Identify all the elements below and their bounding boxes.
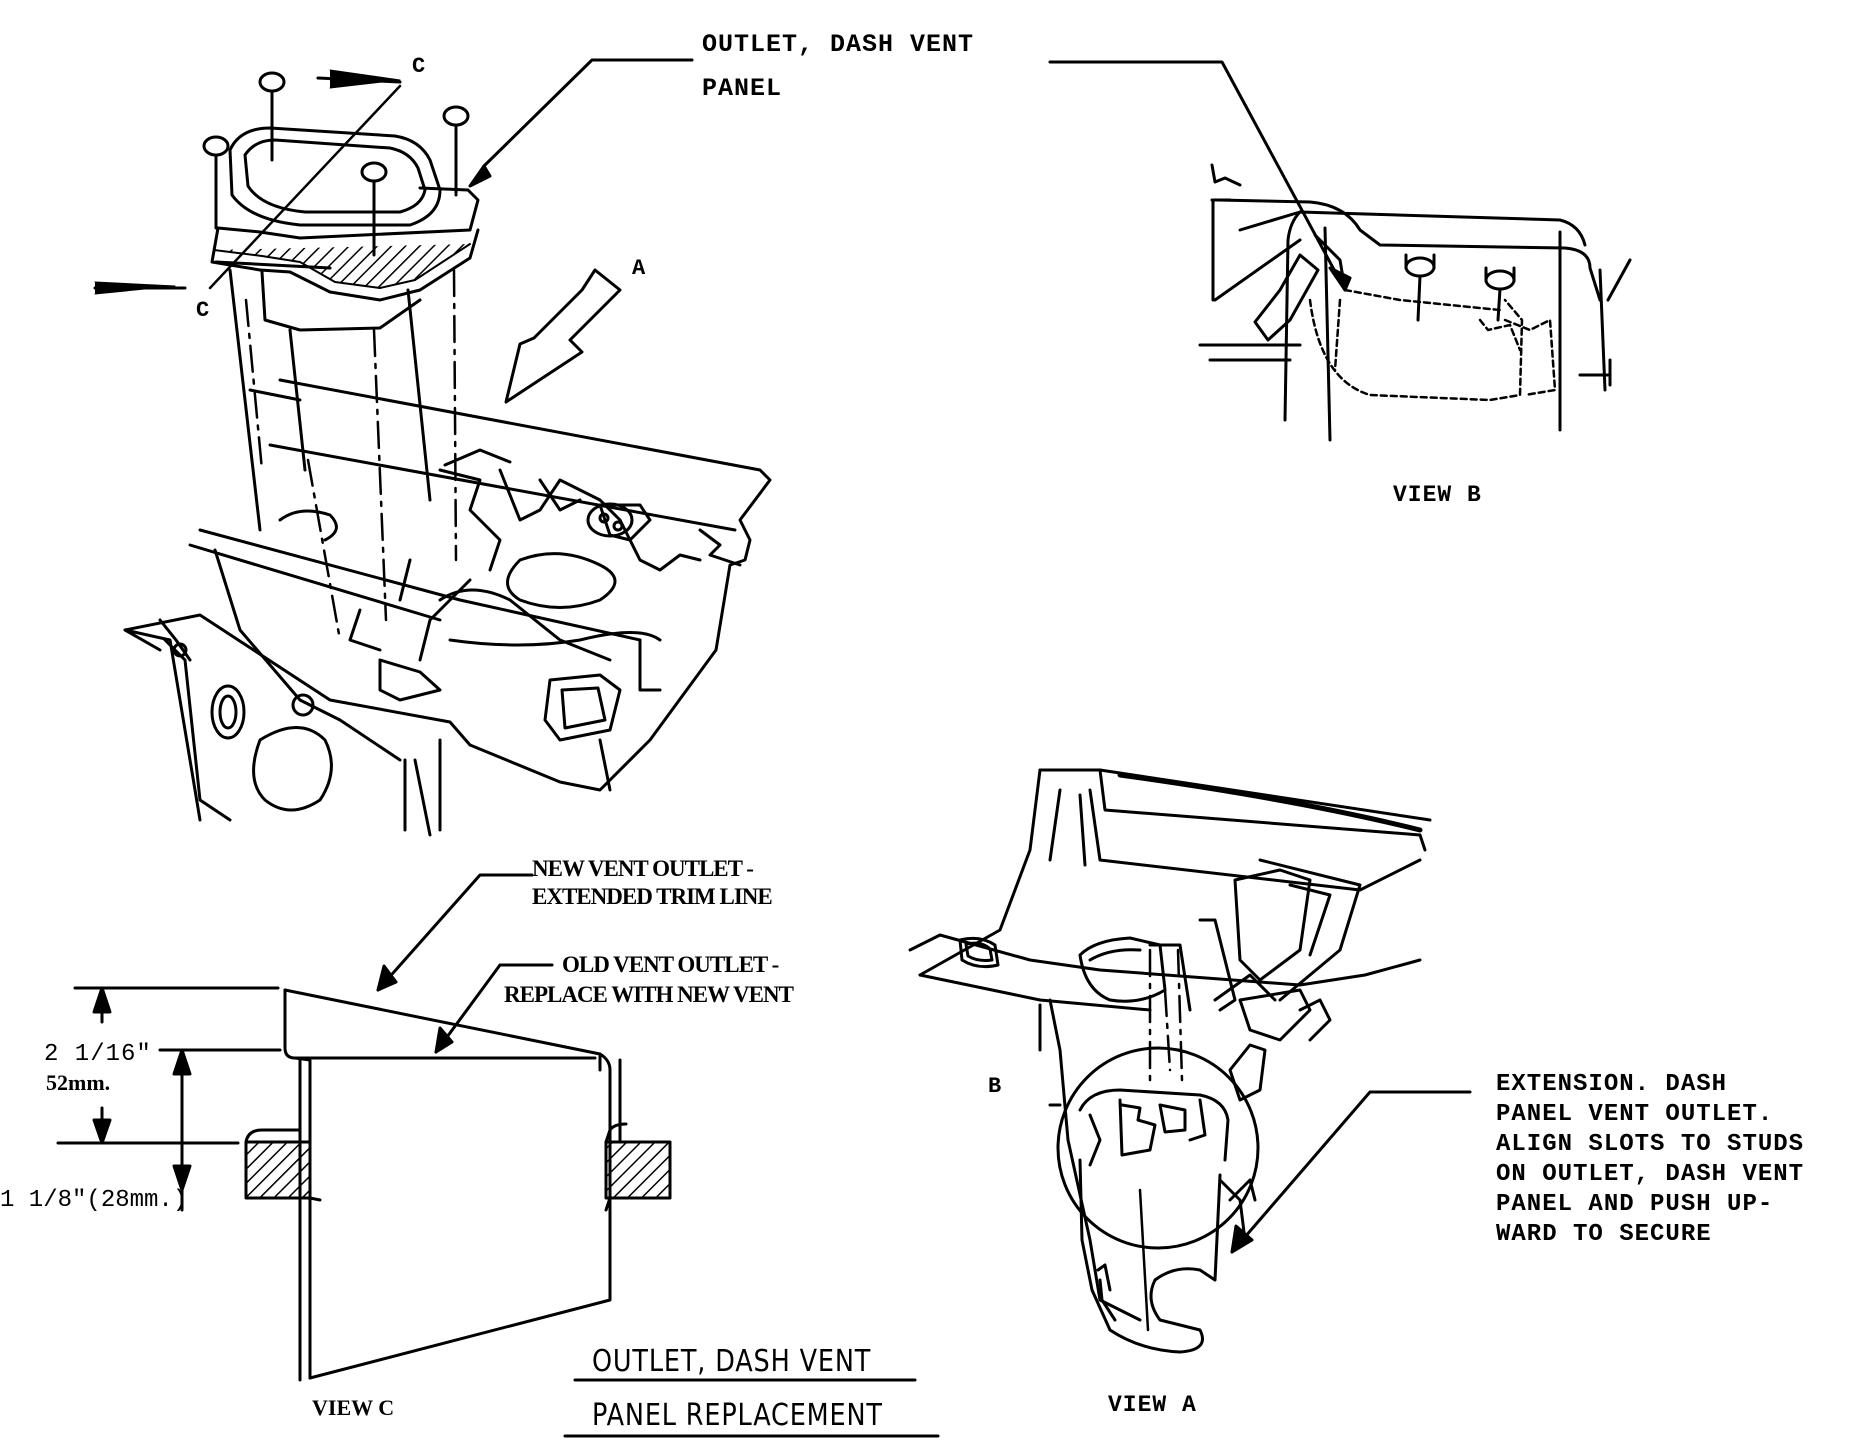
extension-note-5: PANEL AND PUSH UP- <box>1496 1191 1774 1218</box>
extension-note-2: PANEL VENT OUTLET. <box>1496 1101 1774 1128</box>
old-vent-outlet-label: OLD VENT OUTLET - <box>562 952 779 977</box>
diagram-title-line1: OUTLET, DASH VENT <box>592 1344 872 1379</box>
view-c-label: VIEW C <box>312 1395 395 1420</box>
view-a-label: VIEW A <box>1108 1392 1197 1418</box>
screw-icon <box>204 73 468 255</box>
outlet-dash-vent-label-panel: PANEL <box>702 74 783 103</box>
old-vent-outlet-label-2: REPLACE WITH NEW VENT <box>504 982 794 1007</box>
b-label: B <box>988 1074 1003 1099</box>
section-c-left-label: C <box>196 298 211 323</box>
view-c-section <box>58 875 938 1436</box>
view-b-label: VIEW B <box>1393 482 1482 508</box>
section-c-top-label: C <box>412 54 427 79</box>
dimension-upper-metric: 52mm. <box>46 1070 111 1095</box>
dimension-lower-label: 1 1/8"(28mm.) <box>0 1187 188 1214</box>
view-a-detail <box>910 770 1470 1352</box>
arrow-a-label: A <box>632 256 647 281</box>
diagram-title-line2: PANEL REPLACEMENT <box>592 1398 883 1433</box>
extension-note-6: WARD TO SECURE <box>1496 1221 1712 1248</box>
new-vent-outlet-label-2: EXTENDED TRIM LINE <box>532 884 773 909</box>
extension-note-3: ALIGN SLOTS TO STUDS <box>1496 1131 1805 1158</box>
dimension-upper-label: 2 1/16" <box>44 1041 152 1068</box>
main-exploded-view <box>95 60 770 835</box>
view-b-detail <box>1050 62 1630 440</box>
extension-note-1: EXTENSION. DASH <box>1496 1071 1728 1098</box>
new-vent-outlet-label: NEW VENT OUTLET - <box>532 856 754 881</box>
arrow-a-icon <box>506 270 620 402</box>
extension-note-4: ON OUTLET, DASH VENT <box>1496 1161 1805 1188</box>
outlet-dash-vent-label: OUTLET, DASH VENT <box>702 30 975 59</box>
